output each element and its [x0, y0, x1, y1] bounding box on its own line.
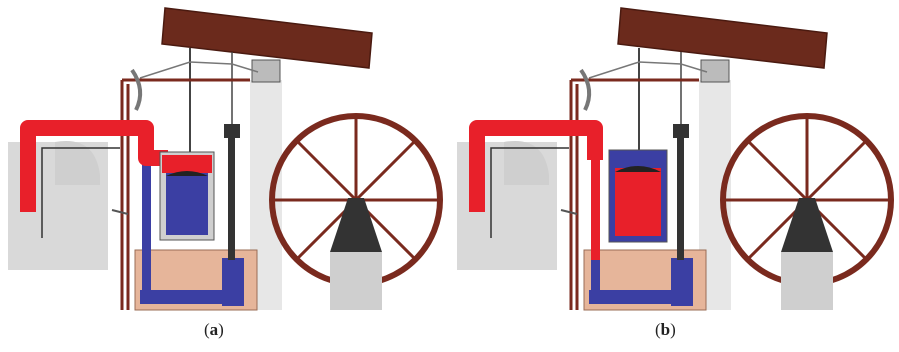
valve-lever [112, 210, 128, 214]
engine-panel-b: (b) [449, 0, 899, 347]
caption-b: (b) [655, 320, 676, 340]
air-pump-column [228, 128, 235, 260]
caption-label: a [210, 320, 219, 339]
caption-label: b [661, 320, 670, 339]
cylinder [160, 152, 214, 240]
engine-panel-a: (a) [0, 0, 450, 347]
cylinder-upper-chamber [162, 155, 212, 173]
arch-head [581, 70, 589, 110]
air-pump-column [677, 128, 684, 260]
engine-diagram-b [449, 0, 899, 347]
cylinder-lower-chamber [615, 168, 661, 236]
valve-lever [561, 210, 577, 214]
flywheel-bearing [330, 198, 382, 252]
caption-close-paren: ) [670, 320, 676, 339]
walking-beam [618, 8, 827, 68]
flywheel-base [781, 252, 833, 310]
cylinder [609, 150, 667, 242]
flywheel-bearing [781, 198, 833, 252]
engine-diagram-a [0, 0, 450, 347]
air-pump-cap [224, 124, 240, 138]
flywheel-base [330, 252, 382, 310]
arch-head [132, 70, 140, 110]
walking-beam [162, 8, 372, 68]
cylinder-lower-chamber [166, 173, 208, 235]
linkage [140, 62, 258, 78]
caption-a: (a) [204, 320, 224, 340]
air-pump-cap [673, 124, 689, 138]
caption-close-paren: ) [218, 320, 224, 339]
linkage [589, 62, 707, 78]
